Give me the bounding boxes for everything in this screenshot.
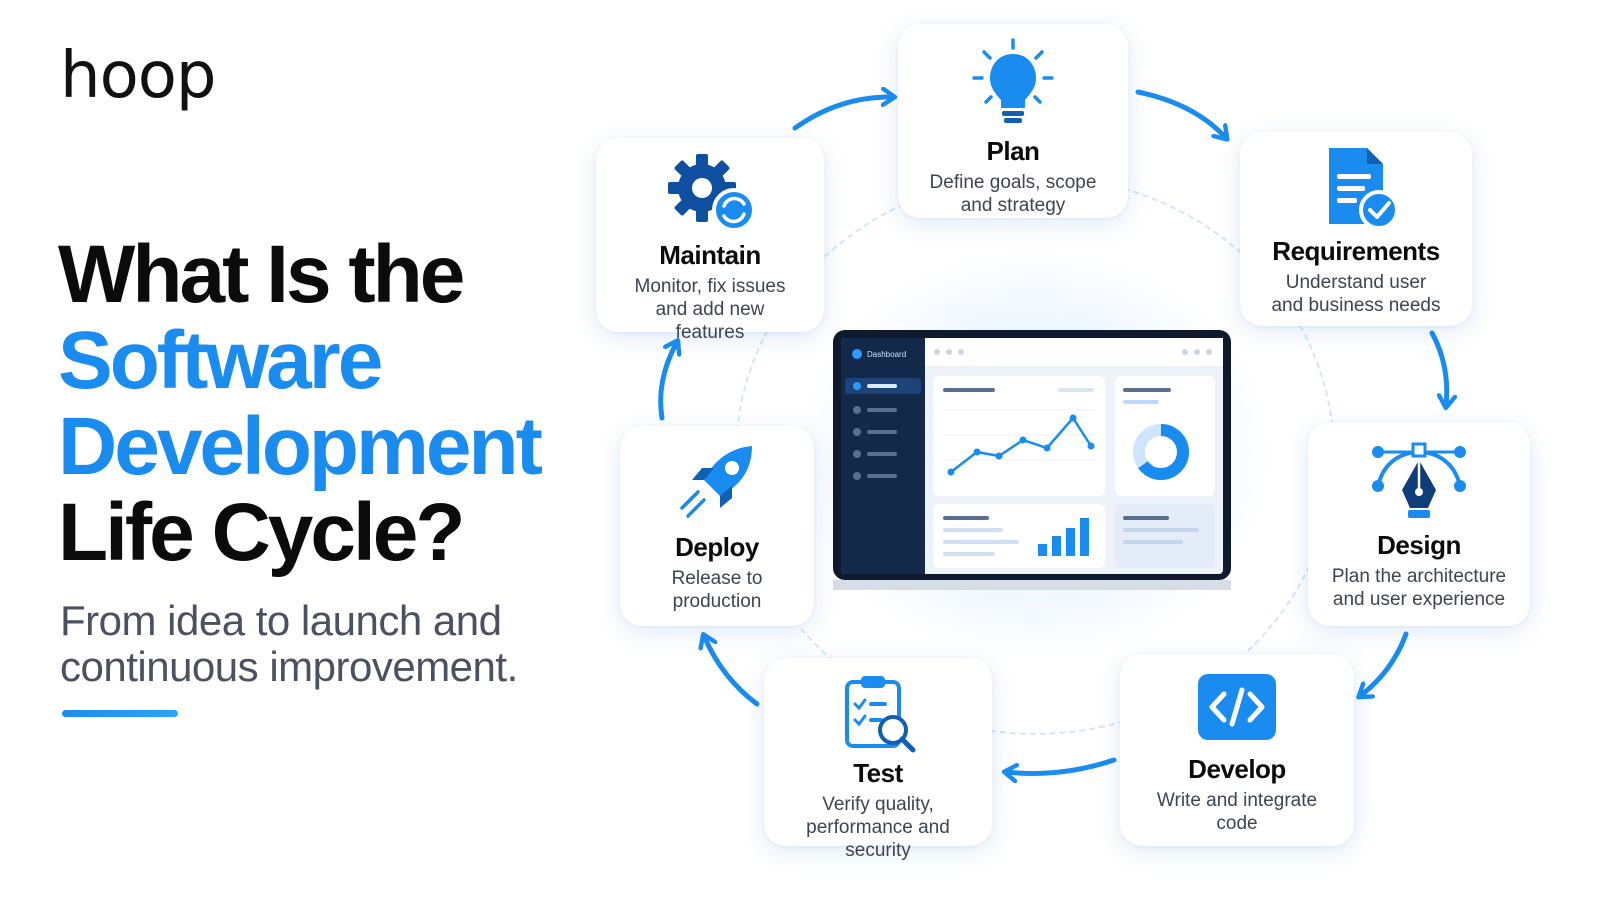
stage-title-test: Test: [853, 758, 903, 788]
logo: hoop: [60, 39, 216, 113]
accent-underline: [62, 710, 178, 717]
headline-line-1: What Is the: [58, 229, 465, 320]
stage-card-requirements: Requirements Understand user and busines…: [1240, 132, 1472, 326]
stage-desc-requirements: Understand user and business needs: [1271, 272, 1441, 316]
laptop-sidebar-title: Dashboard: [867, 350, 906, 359]
arrow-requirements-to-design: [1429, 330, 1447, 406]
arrow-maintain-to-plan: [792, 97, 893, 131]
arrow-plan-to-requirements: [1135, 89, 1226, 138]
stage-card-plan: Plan Define goals, scope and strategy: [898, 24, 1128, 218]
stage-title-maintain: Maintain: [659, 240, 761, 270]
stage-desc-maintain: Monitor, fix issues and add new features: [634, 276, 786, 343]
stage-title-deploy: Deploy: [675, 532, 759, 562]
stage-card-design: Design Plan the architecture and user ex…: [1308, 422, 1530, 626]
stage-card-develop: Develop Write and integrate code: [1120, 654, 1354, 846]
stage-desc-develop: Write and integrate code: [1156, 790, 1318, 834]
stage-card-maintain: Maintain Monitor, fix issues and add new…: [596, 138, 824, 343]
stage-card-test: Test Verify quality, performance and sec…: [764, 658, 992, 861]
arrow-develop-to-test: [1006, 757, 1117, 774]
pen-tool-icon: [1372, 442, 1466, 518]
subtitle: From idea to launch and continuous impro…: [60, 597, 518, 690]
clipboard-search-icon: [845, 676, 916, 753]
code-icon: [1198, 674, 1276, 740]
stage-title-develop: Develop: [1188, 754, 1286, 784]
document-check-icon: [1329, 148, 1399, 230]
arrow-deploy-to-maintain: [658, 342, 677, 421]
arrow-test-to-deploy: [704, 636, 760, 707]
stage-desc-deploy: Release to production: [671, 568, 763, 612]
headline-line-3: Development: [58, 401, 543, 492]
gear-refresh-icon: [668, 154, 756, 232]
page-title: What Is the Software Development Life Cy…: [58, 229, 543, 578]
headline-line-2: Software: [58, 315, 383, 406]
stage-desc-design: Plan the architecture and user experienc…: [1331, 566, 1507, 610]
arrow-design-to-develop: [1360, 631, 1409, 696]
stage-title-requirements: Requirements: [1272, 236, 1440, 266]
laptop-dashboard-illustration: Dashboard: [833, 330, 1231, 590]
stage-desc-plan: Define goals, scope and strategy: [929, 172, 1097, 216]
rocket-icon: [680, 446, 752, 518]
stage-desc-test: Verify quality, performance and security: [806, 794, 950, 861]
stage-card-deploy: Deploy Release to production: [620, 426, 814, 626]
lightbulb-icon: [972, 38, 1054, 123]
stage-title-design: Design: [1377, 530, 1461, 560]
stage-title-plan: Plan: [986, 136, 1040, 166]
headline-line-4: Life Cycle?: [58, 487, 465, 578]
